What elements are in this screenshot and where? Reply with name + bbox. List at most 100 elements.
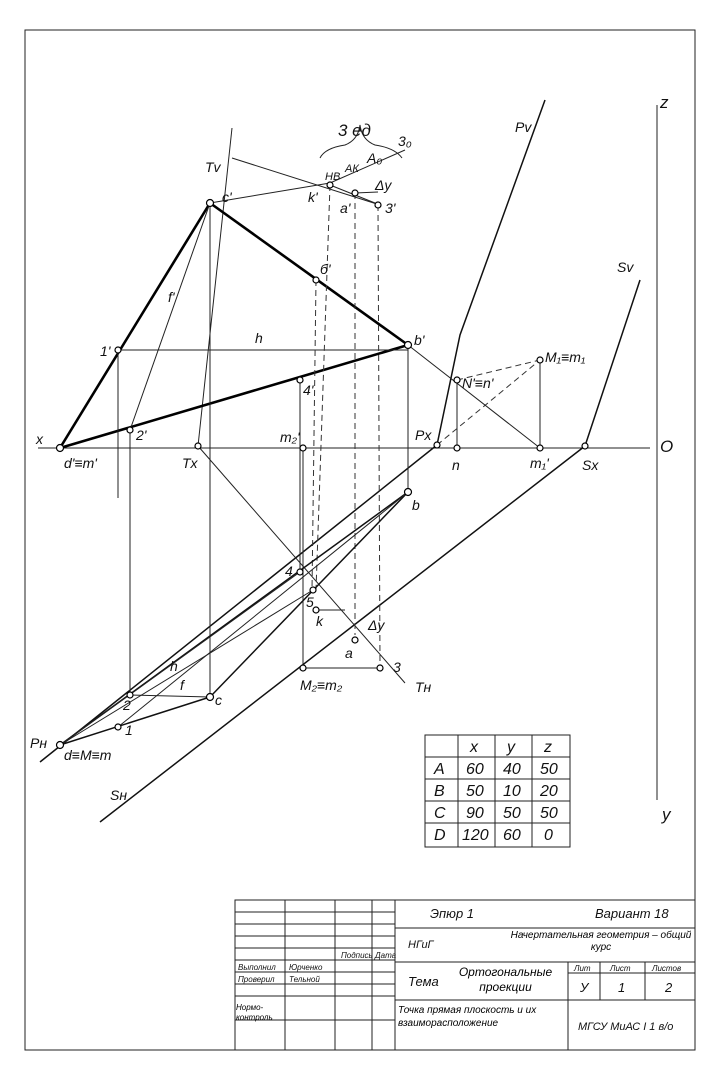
point-2	[126, 691, 134, 699]
point-a-prime	[351, 189, 359, 197]
trace-Ph	[39, 444, 438, 763]
label-m1-prime: m₁'	[530, 455, 550, 471]
label-HB: НВ	[325, 171, 340, 183]
label-a-prime: a'	[340, 200, 352, 216]
dash-3	[377, 204, 381, 666]
label-6-prime: б'	[320, 261, 332, 277]
coords-row-c-z: 50	[540, 805, 558, 822]
frontal-f-top	[129, 694, 211, 698]
point-n	[453, 444, 461, 452]
coords-table: x y z A 60 40 50 B 50 10 20 C 90 50 50 D…	[424, 734, 571, 848]
label-M2-m2: M₂≡m₂	[300, 677, 343, 693]
title-block: Эпюр 1 Вариант 18 НГиГ Начертательная ге…	[234, 899, 696, 1051]
dash-6	[311, 279, 317, 591]
point-c-prime	[205, 198, 215, 208]
label-1: 1	[125, 722, 133, 738]
coords-row-d-z: 0	[544, 827, 553, 844]
label-c: c	[215, 692, 222, 708]
trace-Pv	[436, 99, 546, 446]
edge-cb-top	[209, 491, 409, 698]
label-axis-z: z	[659, 93, 669, 112]
brace-3units	[319, 124, 403, 159]
label-5: 5	[306, 594, 314, 610]
point-6-prime	[312, 276, 320, 284]
trace-Th	[197, 445, 406, 684]
label-Sh: Sн	[110, 787, 127, 803]
label-Th: Tн	[415, 679, 432, 695]
point-3-prime	[374, 201, 382, 209]
tb-subtitle: Точка прямая плоскость и их взаимораспол…	[398, 1005, 537, 1029]
coords-row-b-y: 10	[503, 783, 521, 800]
trace-Sh	[99, 445, 586, 823]
point-c	[205, 692, 215, 702]
point-m1-prime	[536, 444, 544, 452]
label-3-units: 3 ед	[338, 121, 371, 140]
aux-b-m1	[407, 344, 541, 449]
label-AK: АК	[344, 163, 359, 175]
coords-header-x: x	[469, 739, 479, 756]
point-Sx	[581, 442, 589, 450]
label-3: 3	[393, 659, 401, 675]
label-Tv: Tv	[205, 159, 222, 175]
point-Tx	[194, 442, 202, 450]
coords-row-c-name: C	[434, 805, 446, 822]
point-1	[114, 723, 122, 731]
point-4	[296, 568, 304, 576]
coords-row-a-y: 40	[503, 761, 521, 778]
coords-header-z: z	[543, 739, 552, 756]
edge-cb-front	[209, 201, 409, 347]
drawing-frame	[24, 29, 696, 1051]
coords-row-a-x: 60	[466, 761, 484, 778]
point-2-prime	[126, 426, 134, 434]
label-m2-prime: m₂'	[280, 429, 301, 445]
tb-subtitle-wrap: Точка прямая плоскость и их взаимораспол…	[398, 1005, 537, 1029]
coords-row-d-x: 120	[462, 827, 489, 844]
edge-dc-top	[59, 696, 211, 746]
point-d	[55, 740, 65, 750]
label-1-prime: 1'	[100, 343, 112, 359]
dash-k	[315, 184, 331, 591]
coords-row-b-z: 20	[539, 783, 558, 800]
label-Sv: Sv	[617, 259, 634, 275]
label-origin: O	[660, 437, 673, 456]
label-Ph: Pн	[30, 735, 47, 751]
point-4-prime	[296, 376, 304, 384]
label-d-M-m: d≡M≡m	[64, 747, 112, 763]
aux-d-4	[59, 571, 301, 746]
tb-sheets-label: Листов	[651, 964, 681, 973]
aux-d-5	[59, 589, 314, 746]
coords-row-d-name: D	[434, 827, 446, 844]
label-delta-y-bottom: Δy	[367, 617, 385, 633]
horizontal-h-top	[117, 491, 409, 728]
label-n: n	[452, 457, 460, 473]
point-b-prime	[403, 340, 413, 350]
trace-Tv	[197, 127, 233, 447]
coords-row-b-name: B	[434, 783, 445, 800]
point-M2	[299, 664, 307, 672]
trace-Sv	[584, 279, 641, 447]
label-c-prime: c'	[222, 189, 233, 205]
label-4: 4	[285, 563, 293, 579]
tb-topic-wrap: Ортогональные проекции	[458, 965, 553, 994]
label-b: b	[412, 497, 420, 513]
label-3-prime: 3'	[385, 200, 397, 216]
tb-name-checked: Тельной	[289, 975, 320, 984]
dash-N-M1	[456, 359, 541, 381]
point-M1	[536, 356, 544, 364]
label-k: k	[316, 613, 324, 629]
label-Pv: Pv	[515, 119, 532, 135]
frontal-f-front	[129, 202, 211, 431]
label-N-n: N'≡n'	[462, 375, 495, 391]
tb-sheets-value: 2	[664, 980, 673, 995]
point-k-prime	[326, 181, 334, 189]
aux-line-3zero	[329, 149, 406, 184]
label-delta-y-top: Δy	[374, 177, 392, 193]
coords-header-y: y	[506, 739, 516, 756]
aux-delta-y-top	[354, 191, 379, 194]
tb-topic: Ортогональные проекции	[458, 965, 553, 994]
tb-variant: Вариант 18	[595, 906, 669, 921]
coords-row-b-x: 50	[466, 783, 484, 800]
tb-col-signature: Подпись	[341, 951, 373, 960]
